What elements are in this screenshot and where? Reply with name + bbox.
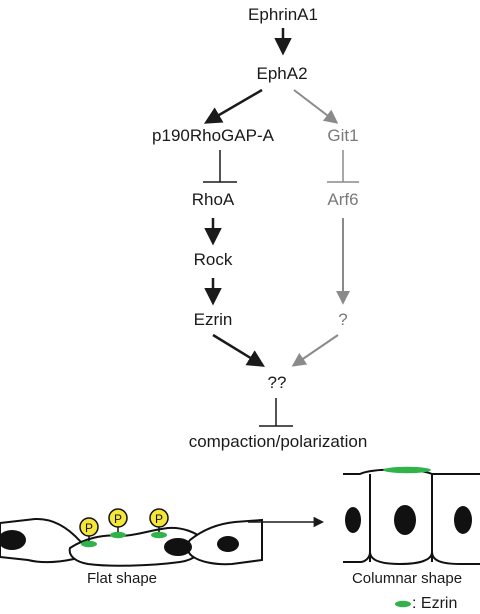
inhibition-p190-to-rhoa — [203, 150, 237, 183]
phospho-label-3: P — [155, 512, 163, 526]
legend-ezrin-text: : Ezrin — [412, 595, 458, 612]
node-ezrin: Ezrin — [193, 310, 233, 329]
arrow-epha2-to-git1 — [293, 89, 339, 124]
node-epha2: EphA2 — [256, 64, 308, 83]
phospho-marker-1: P — [79, 517, 99, 541]
node-rhoa: RhoA — [191, 190, 235, 209]
inhibition-git1-to-arf6 — [327, 150, 359, 183]
columnar-nucleus-middle — [394, 505, 416, 535]
node-unknown-double: ?? — [267, 373, 287, 392]
node-arf6: Arf6 — [327, 190, 359, 209]
phospho-label-2: P — [114, 512, 122, 526]
flat-shape-label: Flat shape — [86, 570, 158, 587]
node-git1: Git1 — [327, 126, 359, 145]
node-unknown-single: ? — [338, 310, 348, 329]
flat-nucleus-right — [217, 536, 239, 552]
node-compaction-polarization: compaction/polarization — [188, 432, 368, 451]
columnar-bottom-mid — [369, 551, 433, 566]
inhibition-double-question-to-compaction — [259, 398, 293, 427]
ezrin-mark-flat-1 — [81, 540, 97, 548]
phospho-marker-3: P — [149, 508, 169, 532]
arrow-epha2-to-p190 — [203, 88, 263, 124]
flat-cell-cluster — [0, 517, 263, 567]
columnar-bottom-left — [343, 551, 371, 563]
columnar-shape-label: Columnar shape — [351, 570, 463, 587]
phospho-label-1: P — [85, 521, 93, 535]
flat-nucleus-left — [0, 530, 26, 550]
columnar-cell-cluster — [343, 466, 480, 566]
node-p190rhogap: p190RhoGAP-A — [152, 126, 274, 145]
legend-ezrin-swatch — [395, 600, 411, 608]
ezrin-mark-columnar — [383, 466, 431, 474]
ezrin-mark-flat-2 — [110, 531, 126, 539]
arrow-ezrin-to-double-question — [212, 333, 265, 367]
arrow-question-to-double-question — [291, 334, 339, 367]
node-ephrina1: EphrinA1 — [248, 5, 318, 24]
columnar-nucleus-right — [454, 506, 472, 534]
node-rock: Rock — [193, 250, 233, 269]
ezrin-mark-flat-3 — [151, 531, 167, 539]
columnar-nucleus-left — [345, 507, 361, 533]
flat-nucleus-middle — [164, 538, 192, 556]
phospho-marker-2: P — [108, 508, 128, 532]
columnar-bottom-right — [431, 551, 480, 565]
